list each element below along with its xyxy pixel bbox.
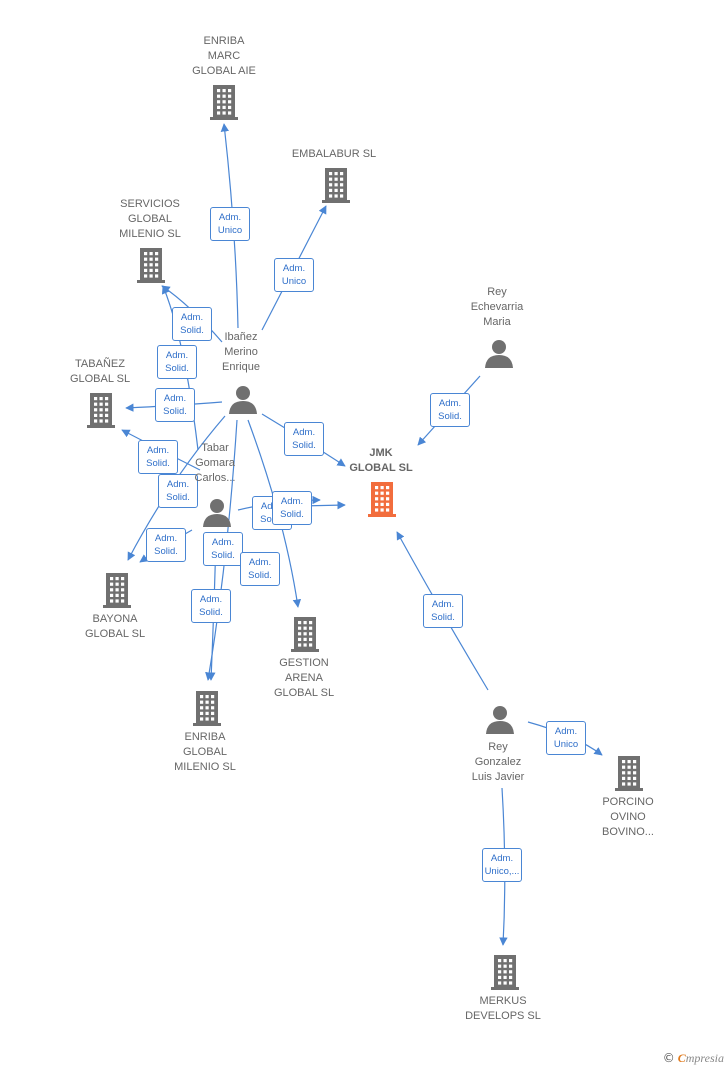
brand-name: mpresia xyxy=(685,1051,724,1065)
company-name[interactable]: BAYONA GLOBAL SL xyxy=(84,613,146,640)
person-name[interactable]: Tabar Gomara Carlos... xyxy=(194,442,236,484)
edge-label[interactable]: Adm. Solid. xyxy=(423,594,463,628)
person-icon[interactable] xyxy=(203,499,231,527)
person-name[interactable]: Ibañez Merino Enrique xyxy=(222,331,260,373)
person-icon[interactable] xyxy=(486,706,514,734)
building-icon[interactable] xyxy=(491,955,519,990)
edge-label[interactable]: Adm. Solid. xyxy=(284,422,324,456)
building-icon[interactable] xyxy=(615,756,643,791)
edge-label[interactable]: Adm. Solid. xyxy=(155,388,195,422)
edge-label[interactable]: Adm. Solid. xyxy=(240,552,280,586)
person-name[interactable]: Rey Gonzalez Luis Javier xyxy=(471,741,525,783)
edge-label[interactable]: Adm. Solid. xyxy=(172,307,212,341)
edge-label[interactable]: Adm. Solid. xyxy=(203,532,243,566)
edge-label[interactable]: Adm. Solid. xyxy=(138,440,178,474)
edge-label[interactable]: Adm. Solid. xyxy=(146,528,186,562)
edges-layer xyxy=(121,123,603,946)
company-name[interactable]: SERVICIOS GLOBAL MILENIO SL xyxy=(119,198,181,240)
edge-label[interactable]: Adm. Solid. xyxy=(157,345,197,379)
company-name[interactable]: ENRIBA MARC GLOBAL AIE xyxy=(192,35,256,77)
company-name[interactable]: PORCINO OVINO BOVINO... xyxy=(602,796,654,838)
edge-label[interactable]: Adm. Solid. xyxy=(158,474,198,508)
company-name[interactable]: ENRIBA GLOBAL MILENIO SL xyxy=(174,731,236,773)
person-name[interactable]: Rey Echevarria Maria xyxy=(470,286,524,328)
building-icon[interactable] xyxy=(322,168,350,203)
empresia-brand[interactable]: © Cmpresia xyxy=(663,1051,724,1066)
edge-label[interactable]: Adm. Solid. xyxy=(191,589,231,623)
building-icon[interactable] xyxy=(291,617,319,652)
person-icon[interactable] xyxy=(485,340,513,368)
company-name[interactable]: JMK GLOBAL SL xyxy=(349,447,413,474)
company-name[interactable]: EMBALABUR SL xyxy=(291,148,377,160)
building-icon[interactable] xyxy=(193,691,221,726)
building-icon[interactable] xyxy=(103,573,131,608)
person-icon[interactable] xyxy=(229,386,257,414)
edge-label[interactable]: Adm. Unico xyxy=(274,258,314,292)
building-icon[interactable] xyxy=(368,482,396,517)
brand-initial: C xyxy=(677,1051,686,1065)
nodes-layer xyxy=(87,85,643,990)
building-icon[interactable] xyxy=(210,85,238,120)
edge-label[interactable]: Adm. Solid. xyxy=(272,491,312,525)
company-name[interactable]: MERKUS DEVELOPS SL xyxy=(465,995,541,1022)
copyright-symbol: © xyxy=(662,1051,675,1065)
edge-label[interactable]: Adm. Unico xyxy=(210,207,250,241)
building-icon[interactable] xyxy=(137,248,165,283)
edge-label[interactable]: Adm. Solid. xyxy=(430,393,470,427)
company-name[interactable]: GESTION ARENA GLOBAL SL xyxy=(273,657,335,699)
building-icon[interactable] xyxy=(87,393,115,428)
company-name[interactable]: TABAÑEZ GLOBAL SL xyxy=(69,358,131,385)
edge-label[interactable]: Adm. Unico xyxy=(546,721,586,755)
edge-label[interactable]: Adm. Unico,... xyxy=(482,848,522,882)
